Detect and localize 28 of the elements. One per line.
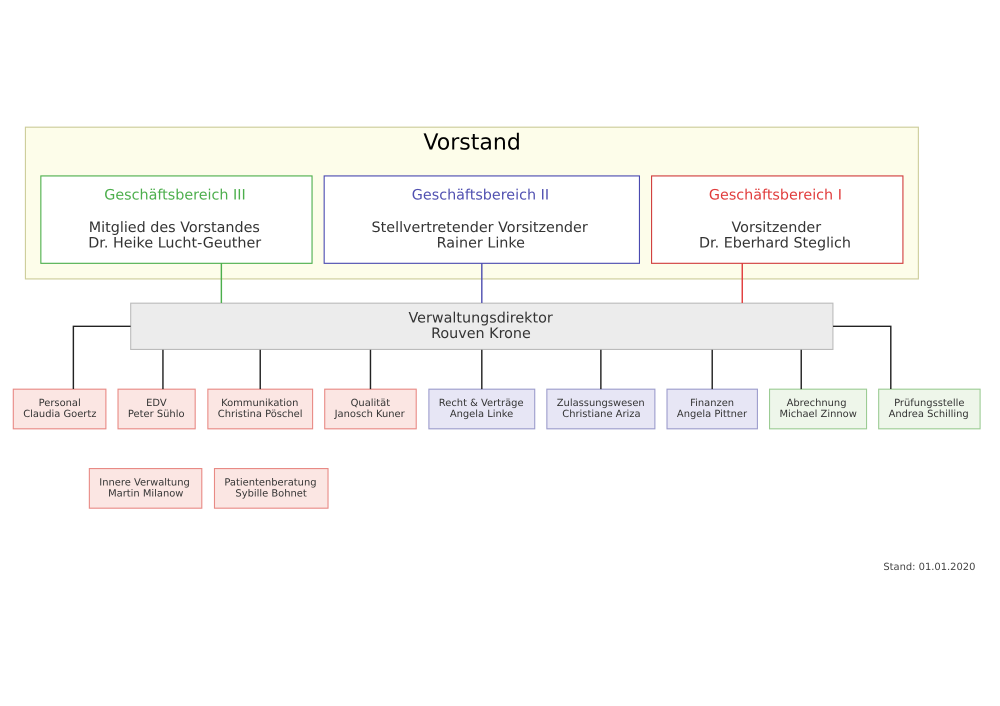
node-box: Prüfungsstelle Andrea Schilling: [878, 388, 981, 430]
node-box: Finanzen Angela Pittner: [666, 388, 758, 430]
connector: [72, 326, 131, 389]
connector: [742, 263, 743, 303]
connector: [220, 263, 222, 303]
connector: [800, 350, 802, 390]
label: Stand: 01.01.2020: [883, 562, 976, 574]
connector: [162, 350, 164, 390]
node-box: Kommunikation Christina Pöschel: [207, 388, 314, 430]
node-box: Personal Claudia Goertz: [12, 388, 106, 430]
node-box: Geschäftsbereich II Stellvertretender Vorsitzender Rainer Linke: [324, 175, 640, 264]
connector: [260, 350, 261, 390]
connector: [833, 326, 892, 389]
connector: [481, 263, 483, 303]
connector: [600, 350, 602, 390]
node-box: Geschäftsbereich I Vorsitzender Dr. Eberhard Steglich: [651, 175, 904, 264]
node-box: Patientenberatung Sybille Bohnet: [214, 468, 329, 509]
connector: [481, 350, 483, 390]
node-box: Abrechnung Michael Zinnow: [768, 388, 868, 430]
node-box: Geschäftsbereich III Mitglied des Vorstandes Dr. Heike Lucht-Geuther: [40, 175, 313, 264]
connector: [370, 350, 372, 390]
node-box: Innere Verwaltung Martin Milanow: [88, 468, 202, 509]
connector: [712, 350, 713, 390]
node-box: Verwaltungsdirektor Rouven Krone: [130, 302, 834, 350]
node-box: Recht & Verträge Angela Linke: [428, 388, 536, 430]
node-box: Qualität Janosch Kuner: [324, 388, 417, 430]
node-box: EDV Peter Sühlo: [117, 388, 196, 430]
node-box: Zulassungswesen Christiane Ariza: [546, 388, 656, 430]
